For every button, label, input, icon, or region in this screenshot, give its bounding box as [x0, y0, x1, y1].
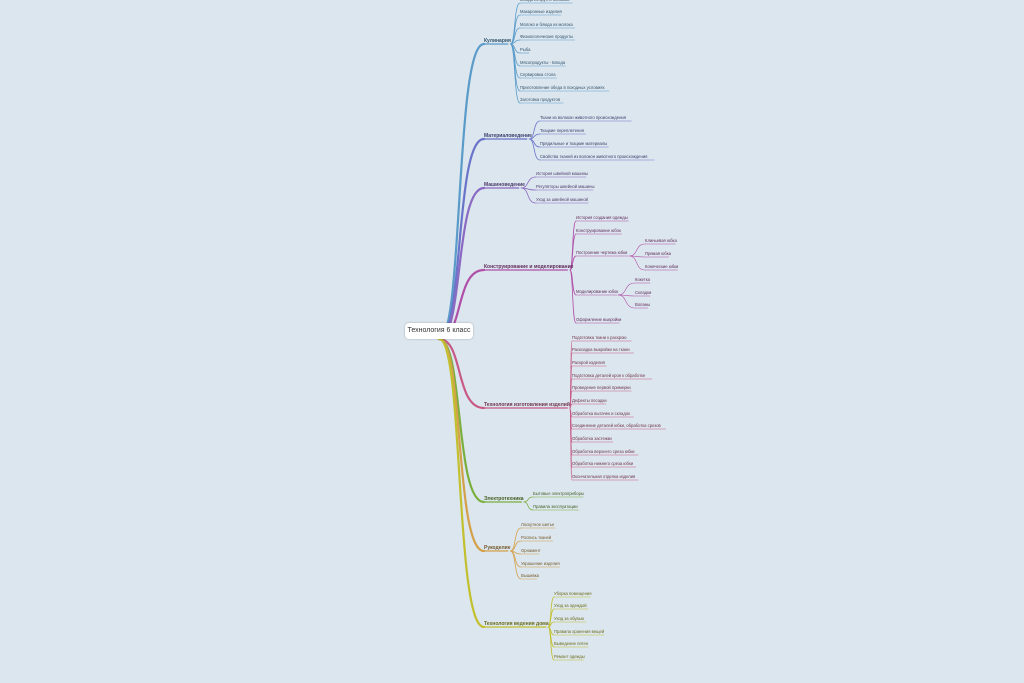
- leaf-node[interactable]: Обработка верхнего среза юбки: [572, 449, 635, 454]
- link-line: [509, 43, 521, 92]
- leaf-node[interactable]: История создания одежды: [576, 215, 628, 220]
- leaf-node[interactable]: Орнамент: [521, 548, 541, 553]
- leaf-node[interactable]: Подготовка деталей кроя к обработке: [572, 373, 646, 378]
- leaf-node[interactable]: Бытовые электроприборы: [533, 491, 584, 496]
- leaf-node[interactable]: Приготовление обеда в походных условиях: [520, 85, 605, 90]
- sub-node[interactable]: Клиньевая юбка: [645, 238, 677, 243]
- link-line: [437, 337, 486, 504]
- leaf-node[interactable]: Правила эксплуатации: [533, 504, 578, 509]
- branch-3[interactable]: Конструирование и моделирование: [484, 264, 574, 270]
- leaf-node[interactable]: Уборка помещения: [554, 591, 592, 596]
- leaf-node[interactable]: Конструирование юбок: [576, 228, 621, 233]
- leaf-node[interactable]: Построение чертежа юбки: [576, 250, 628, 255]
- leaf-node[interactable]: Правила хранения вещей: [554, 629, 605, 634]
- link-line: [569, 269, 577, 324]
- branch-0[interactable]: Кулинария: [484, 38, 511, 44]
- leaf-node[interactable]: Блюда из круп и бобовых: [520, 0, 569, 5]
- link-line: [569, 233, 577, 271]
- leaf-node[interactable]: Раскрой изделия: [572, 360, 605, 365]
- sub-node[interactable]: Кокетка: [635, 277, 651, 282]
- leaf-node[interactable]: Окончательная отделка изделия: [572, 474, 636, 479]
- leaf-node[interactable]: Лоскутное шитье: [521, 522, 555, 527]
- leaf-node[interactable]: Моделирование юбок: [576, 289, 619, 294]
- leaf-node[interactable]: Молоко и блюда из молока: [520, 22, 573, 27]
- link-line: [437, 337, 486, 410]
- link-line: [509, 2, 521, 45]
- link-line: [523, 501, 534, 511]
- leaf-node[interactable]: Дефекты посадки: [572, 398, 607, 403]
- leaf-node[interactable]: Уход за одеждой: [554, 603, 587, 608]
- leaf-node[interactable]: Свойства тканей из волокон животного про…: [540, 154, 648, 159]
- leaf-node[interactable]: Украшение изделия: [521, 561, 560, 566]
- leaf-node[interactable]: Макаронные изделия: [520, 9, 562, 14]
- leaf-node[interactable]: Физиологические продукты: [520, 34, 574, 39]
- branch-2[interactable]: Машиноведение: [484, 182, 525, 188]
- leaf-node[interactable]: Вышивка: [521, 573, 539, 578]
- link-line: [509, 43, 521, 104]
- leaf-node[interactable]: Ремонт одежды: [554, 654, 585, 659]
- leaf-node[interactable]: Рыба: [520, 47, 531, 52]
- sub-node[interactable]: Конические юбки: [645, 264, 679, 269]
- link-line: [523, 496, 534, 503]
- leaf-node[interactable]: Заготовка продуктов: [520, 97, 561, 102]
- link-line: [547, 626, 555, 661]
- leaf-node[interactable]: Выведение пятен: [554, 641, 589, 646]
- leaf-node[interactable]: Прядильные и ткацкие материалы: [540, 141, 608, 146]
- branch-6[interactable]: Рукоделие: [484, 545, 511, 551]
- branch-1[interactable]: Материаловедение: [484, 133, 532, 139]
- link-line: [629, 243, 646, 257]
- leaf-node[interactable]: Обработка застежки: [572, 436, 612, 441]
- link-line: [528, 138, 541, 161]
- leaf-node[interactable]: Уход за швейной машиной: [536, 197, 589, 202]
- link-line: [509, 527, 522, 552]
- link-line: [569, 255, 577, 271]
- leaf-node[interactable]: Сервировка стола: [520, 72, 556, 77]
- leaf-node[interactable]: Раскладка выкройки на ткани: [572, 347, 630, 352]
- link-line: [437, 337, 486, 629]
- link-line: [509, 550, 522, 580]
- branch-7[interactable]: Технология ведения дома: [484, 621, 549, 627]
- link-line: [617, 282, 636, 296]
- root-node[interactable]: Технология 6 класс: [405, 323, 473, 339]
- leaf-node[interactable]: Мясопродукты - Блюда: [520, 60, 566, 65]
- leaf-node[interactable]: Соединение деталей юбки, обработка срезо…: [572, 423, 661, 428]
- leaf-node[interactable]: Ткани из волокон животного происхождения: [540, 115, 627, 120]
- link-line: [629, 255, 646, 271]
- leaf-node[interactable]: Оформление выкройки: [576, 317, 622, 322]
- sub-node[interactable]: Складки: [635, 290, 652, 295]
- leaf-node[interactable]: Подготовка ткани к раскрою: [572, 335, 627, 340]
- link-line: [569, 407, 573, 481]
- branch-5[interactable]: Электротехника: [484, 496, 524, 502]
- leaf-node[interactable]: Регуляторы швейной машины: [536, 184, 595, 189]
- leaf-node[interactable]: Обработка вытачек и складок: [572, 411, 630, 416]
- leaf-node[interactable]: Ткацкие переплетения: [540, 128, 584, 133]
- branch-4[interactable]: Технология изготовления изделий: [484, 402, 570, 408]
- sub-node[interactable]: Прямая юбка: [645, 251, 671, 256]
- sub-node[interactable]: Воланы: [635, 302, 651, 307]
- leaf-node[interactable]: Обработка нижнего среза юбки: [572, 461, 634, 466]
- link-line: [617, 294, 636, 309]
- link-line: [437, 186, 486, 341]
- leaf-node[interactable]: История швейной машины: [536, 171, 588, 176]
- leaf-node[interactable]: Проведение первой примерки: [572, 385, 631, 390]
- link-line: [509, 550, 522, 568]
- leaf-node[interactable]: Роспись тканей: [521, 535, 552, 540]
- leaf-node[interactable]: Уход за обувью: [554, 616, 585, 621]
- link-line: [520, 187, 537, 204]
